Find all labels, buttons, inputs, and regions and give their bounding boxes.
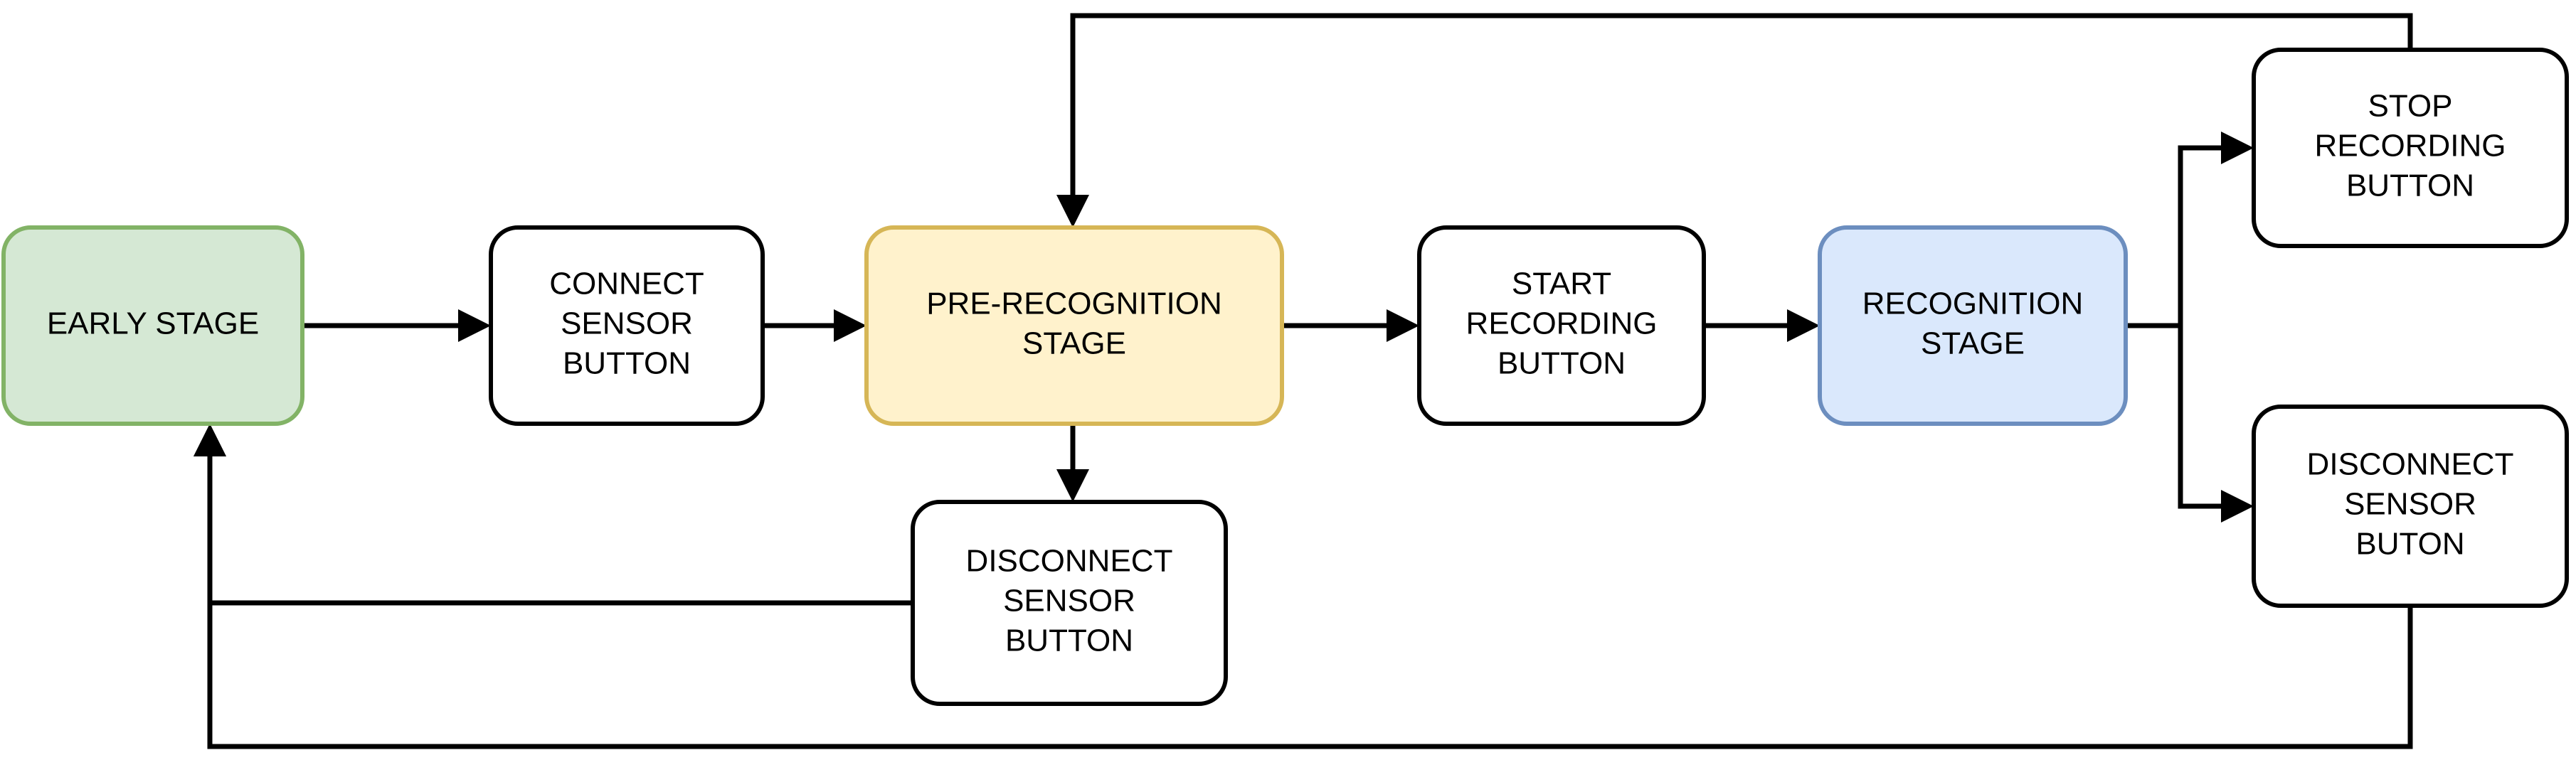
node-box[interactable] <box>2252 405 2569 608</box>
node-label-line: BUTON <box>2355 527 2464 562</box>
node-early-stage: EARLY STAGE <box>1 225 304 426</box>
node-pre-recognition-stage: PRE-RECOGNITION STAGE <box>864 225 1284 426</box>
edge-recognition-to-stop-recording <box>2126 132 2254 328</box>
node-label-line: START <box>1512 267 1611 301</box>
node-label-line: BUTTON <box>1005 623 1133 658</box>
node-disconnect-sensor-button-right[interactable]: DISCONNECT SENSOR BUTON <box>2252 405 2569 608</box>
node-box[interactable] <box>489 225 765 426</box>
edge-line <box>2178 326 2241 509</box>
edge-disconnect-middle-to-early <box>194 424 913 606</box>
arrowhead-icon <box>2221 490 2254 523</box>
node-label-line: RECOGNITION <box>1862 287 2083 321</box>
node-label-line: PRE-RECOGNITION <box>926 287 1222 321</box>
node-label-line: STAGE <box>1022 326 1126 361</box>
node-connect-sensor-button[interactable]: CONNECT SENSOR BUTTON <box>489 225 765 426</box>
arrowhead-icon <box>2221 132 2254 164</box>
node-label-line: EARLY STAGE <box>47 306 259 341</box>
node-label-line: BUTTON <box>1498 346 1626 381</box>
arrowhead-icon <box>834 309 866 342</box>
node-box <box>864 225 1284 426</box>
node-label-line: BUTTON <box>2346 168 2474 203</box>
node-label-line: CONNECT <box>549 267 704 301</box>
node-label-line: SENSOR <box>561 306 693 341</box>
arrowhead-icon <box>1387 309 1419 342</box>
edge-start-recording-to-recognition <box>1704 309 1820 342</box>
node-label-line: STAGE <box>1921 326 2025 361</box>
node-stop-recording-button[interactable]: STOP RECORDING BUTTON <box>2252 48 2569 248</box>
edge-connect-to-pre-recognition <box>763 309 866 342</box>
node-label-line: RECORDING <box>2315 129 2506 164</box>
node-box[interactable] <box>911 500 1228 706</box>
edge-line <box>207 438 913 606</box>
node-label-line: DISCONNECT <box>2307 447 2514 482</box>
edge-early-to-connect <box>302 309 491 342</box>
node-box <box>1818 225 2128 426</box>
node-label-line: BUTTON <box>563 346 691 381</box>
edge-line <box>2126 145 2241 328</box>
node-box[interactable] <box>2252 48 2569 248</box>
node-recognition-stage: RECOGNITION STAGE <box>1818 225 2128 426</box>
edges-layer <box>194 13 2413 749</box>
node-label-line: SENSOR <box>2344 487 2476 522</box>
arrowhead-icon <box>194 424 226 456</box>
edge-disconnect-right-to-early <box>194 424 2413 749</box>
node-label-line: STOP <box>2368 89 2452 124</box>
node-box[interactable] <box>1417 225 1706 426</box>
edge-pre-recognition-to-disconnect-middle <box>1056 424 1089 502</box>
edge-stop-recording-to-pre-recognition <box>1056 13 2413 228</box>
node-label-line: SENSOR <box>1003 584 1135 619</box>
node-label-line: DISCONNECT <box>966 544 1173 579</box>
edge-line <box>1070 13 2413 213</box>
arrowhead-icon <box>458 309 491 342</box>
edge-line <box>207 438 2413 749</box>
node-label-line: RECORDING <box>1466 306 1658 341</box>
arrowhead-icon <box>1056 195 1089 228</box>
node-disconnect-sensor-button-middle[interactable]: DISCONNECT SENSOR BUTTON <box>911 500 1228 706</box>
arrowhead-icon <box>1787 309 1820 342</box>
arrowhead-icon <box>1056 469 1089 502</box>
edge-recognition-to-disconnect-right <box>2178 326 2254 523</box>
node-box <box>1 225 304 426</box>
nodes-layer: EARLY STAGE CONNECT SENSOR BUTTON PRE-RECOGN… <box>1 48 2569 706</box>
edge-pre-recognition-to-start-recording <box>1282 309 1419 342</box>
node-start-recording-button[interactable]: START RECORDING BUTTON <box>1417 225 1706 426</box>
